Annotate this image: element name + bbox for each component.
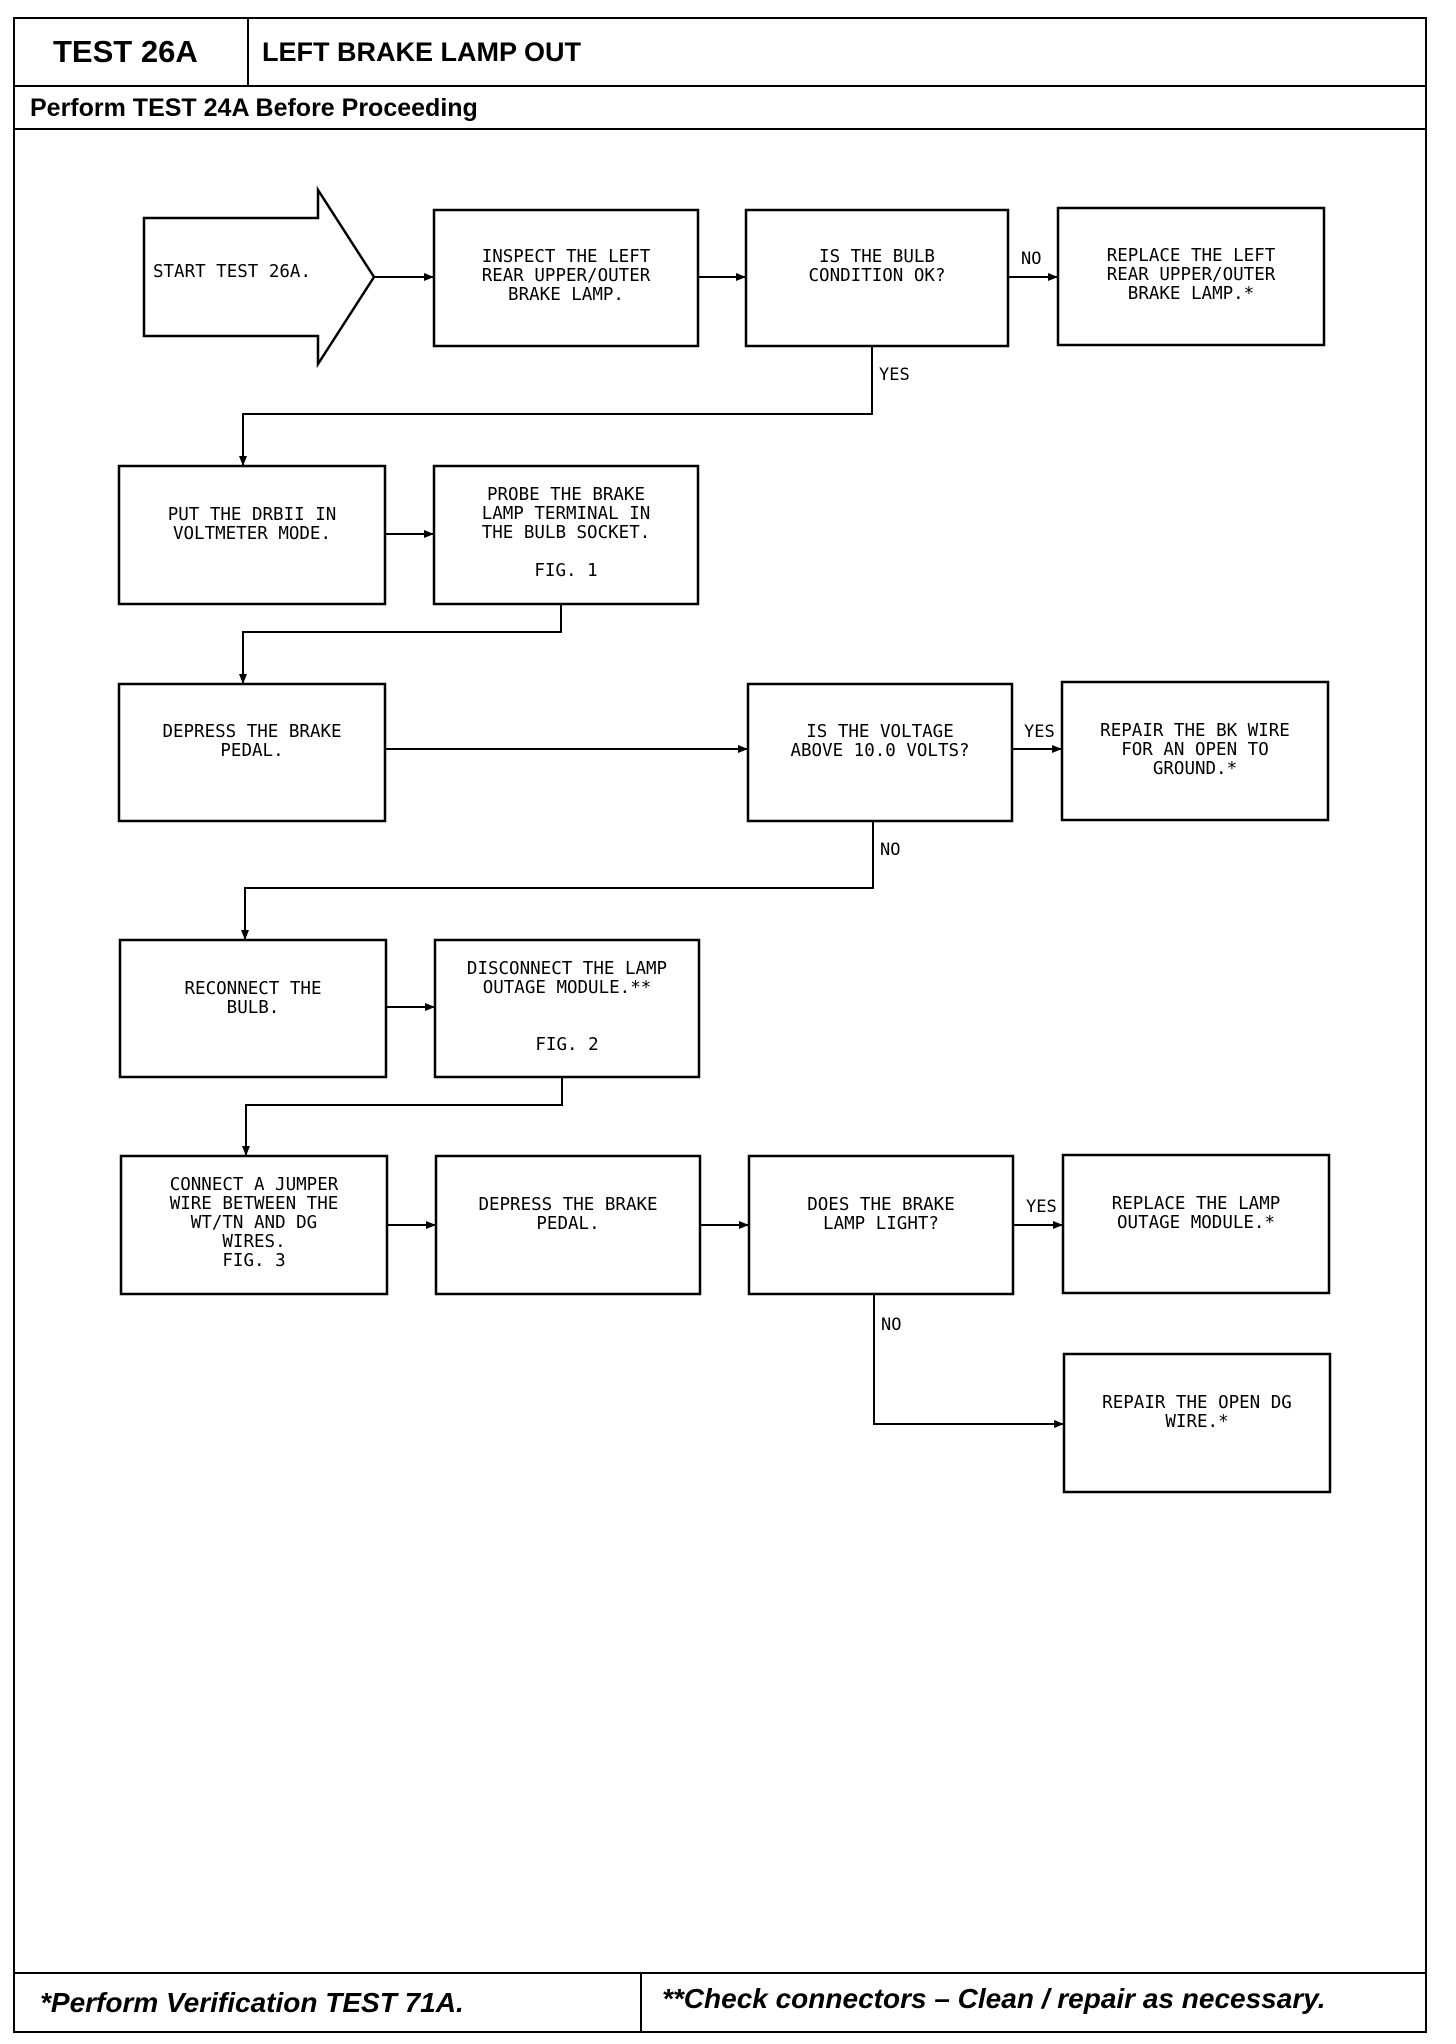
box-text-line: IS THE BULB — [819, 247, 935, 267]
box-text-line: FOR AN OPEN TO — [1121, 740, 1269, 760]
box-text-line: REAR UPPER/OUTER — [1107, 265, 1276, 285]
connector-bulb-yes — [239, 346, 873, 466]
box-text-line: PROBE THE BRAKE — [487, 485, 645, 505]
label-lamp-yes: YES — [1026, 1197, 1057, 1217]
box-text-line: DOES THE BRAKE — [807, 1195, 955, 1215]
box-text-line: START TEST 26A. — [153, 262, 311, 282]
label-bulb-no: NO — [1021, 249, 1041, 269]
box-text-line: WIRE BETWEEN THE — [170, 1194, 339, 1214]
box-text-line — [561, 542, 572, 562]
box-text-line: BRAKE LAMP.* — [1128, 284, 1254, 304]
box-text-line: REPAIR THE OPEN DG — [1102, 1393, 1292, 1413]
connector-voltage-no — [241, 821, 874, 940]
test-id: TEST 26A — [13, 17, 249, 87]
header-row — [13, 17, 1427, 87]
box-text-line: IS THE VOLTAGE — [806, 722, 954, 742]
box-text-line: REAR UPPER/OUTER — [482, 266, 651, 286]
box-text-line: BULB. — [227, 998, 280, 1018]
start-arrow-shape — [142, 185, 376, 369]
box-text-line: CONNECT A JUMPER — [170, 1175, 339, 1195]
box-text-line: PEDAL. — [536, 1214, 599, 1234]
box-text-line: OUTAGE MODULE.** — [483, 978, 652, 998]
box-text-line: GROUND.* — [1153, 759, 1237, 779]
box-text-line: PEDAL. — [220, 741, 283, 761]
box-text-line: REPLACE THE LEFT — [1107, 246, 1276, 266]
box-text-line: LAMP LIGHT? — [823, 1214, 939, 1234]
connector-disconnect-to-jumper — [242, 1077, 563, 1156]
test-title: LEFT BRAKE LAMP OUT — [262, 37, 581, 67]
box-text-line: VOLTMETER MODE. — [173, 524, 331, 544]
box-text-line: DEPRESS THE BRAKE — [478, 1195, 657, 1215]
start-label: START TEST 26A. — [153, 262, 311, 282]
box-text-line: CONDITION OK? — [809, 266, 946, 286]
footer-divider — [640, 1972, 642, 2033]
page-frame — [13, 17, 1427, 2033]
label-lamp-no: NO — [881, 1315, 901, 1335]
box-text-line: DISCONNECT THE LAMP — [467, 959, 667, 979]
box-text-line — [562, 997, 573, 1017]
label-voltage-yes: YES — [1024, 722, 1055, 742]
box-text-line: INSPECT THE LEFT — [482, 247, 651, 267]
prerequisite-row — [13, 87, 1427, 130]
prerequisite-text: Perform TEST 24A Before Proceeding — [30, 94, 478, 122]
connector-lamp-no — [873, 1294, 1064, 1428]
box-text-line: THE BULB SOCKET. — [482, 523, 651, 543]
box-text-line: REPLACE THE LAMP — [1112, 1194, 1281, 1214]
box-text-line: REPAIR THE BK WIRE — [1100, 721, 1290, 741]
connector-lines — [239, 273, 1064, 1428]
footer-connector-note: **Check connectors – Clean / repair as n… — [662, 1983, 1326, 2014]
box-text-line: FIG. 2 — [535, 1035, 598, 1055]
box-text-line: ABOVE 10.0 VOLTS? — [790, 741, 969, 761]
footer-row — [13, 1972, 1427, 2033]
box-text-line: PUT THE DRBII IN — [168, 505, 337, 525]
box-text-line: LAMP TERMINAL IN — [482, 504, 651, 524]
connector-probe-to-depress — [239, 604, 562, 684]
box-text-line: RECONNECT THE — [185, 979, 322, 999]
box-text-line: WIRES. — [222, 1232, 285, 1252]
box-text-line: BRAKE LAMP. — [508, 285, 624, 305]
footer-verification-note: *Perform Verification TEST 71A. — [40, 1987, 464, 2018]
box-text-line: OUTAGE MODULE.* — [1117, 1213, 1275, 1233]
box-text-line: FIG. 3 — [222, 1251, 285, 1271]
box-text-line: WIRE.* — [1165, 1412, 1228, 1432]
box-text-line: DEPRESS THE BRAKE — [162, 722, 341, 742]
box-text-line — [562, 1016, 573, 1036]
label-voltage-no: NO — [880, 840, 900, 860]
box-text-line: WT/TN AND DG — [191, 1213, 317, 1233]
box-text-line: FIG. 1 — [534, 561, 597, 581]
label-bulb-yes: YES — [879, 365, 910, 385]
